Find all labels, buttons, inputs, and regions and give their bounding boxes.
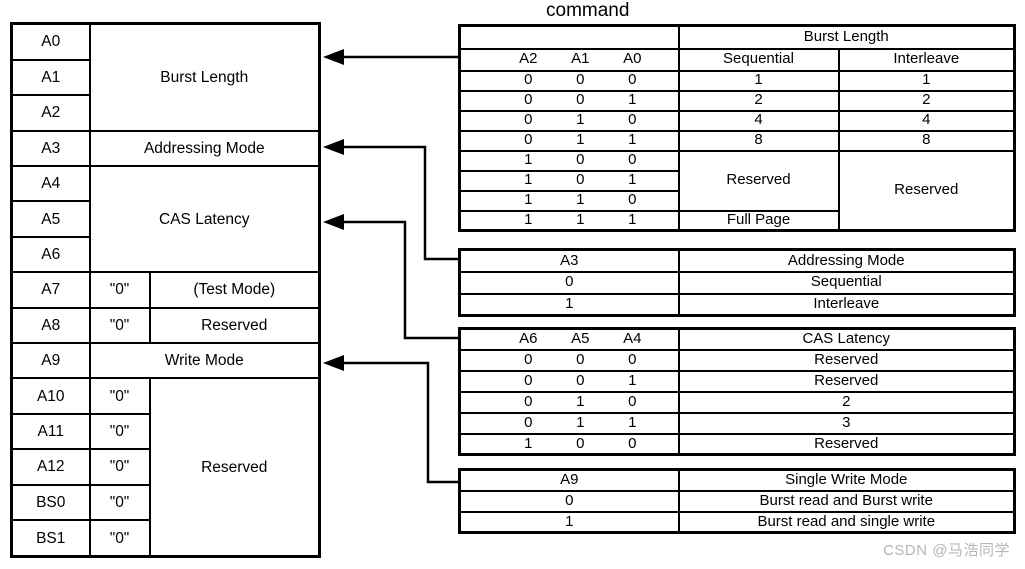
watermark: CSDN @马浩同学 — [883, 542, 1010, 559]
seq-reserved-cell: Reserved — [677, 149, 840, 212]
a9-header: A9 — [458, 468, 680, 492]
table-row: 0 1 1 8 8 — [458, 129, 1016, 152]
mode-register-table: A0 Burst Length A1 A2 A3 Addressing Mode… — [10, 22, 321, 558]
seq-value: 4 — [677, 109, 840, 132]
int-value: 8 — [837, 129, 1016, 152]
bit-cell-a8: A8 — [10, 306, 91, 345]
bit-cell-a12: A12 — [10, 448, 91, 486]
arrowhead-addressing-mode-icon — [323, 139, 344, 155]
table-row: 0 Burst read and Burst write — [458, 489, 1016, 513]
field-reserved-a8: Reserved — [148, 306, 321, 345]
table-row: 0 1 0 2 — [458, 390, 1016, 414]
arrow-line-single-write-mode — [342, 361, 459, 484]
command-title: command — [546, 0, 630, 21]
bit-cell-a0: A0 — [10, 22, 91, 61]
table-row: 0 0 1 2 2 — [458, 89, 1016, 112]
bit-header-a4: A4 — [623, 330, 642, 347]
a3-header: A3 — [458, 248, 680, 273]
zero-cell-bs0: "0" — [88, 483, 151, 522]
table-row: 0 0 0 1 1 — [458, 69, 1016, 92]
zero-cell-a8: "0" — [88, 306, 151, 345]
interleave-header: Interleave — [837, 47, 1016, 72]
bit-cell-a10: A10 — [10, 377, 91, 415]
bit-header-a6: A6 — [519, 330, 538, 347]
bit-header-cell: A6 A5 A4 — [458, 327, 680, 351]
full-page-cell: Full Page — [677, 209, 840, 232]
bit-cell-a11: A11 — [10, 412, 91, 451]
zero-cell-a7: "0" — [88, 271, 151, 309]
bit-cell-bs1: BS1 — [10, 519, 91, 558]
bit-cell-a3: A3 — [10, 129, 91, 168]
table-row: 0 1 1 3 — [458, 411, 1016, 435]
sequential-header: Sequential — [677, 47, 840, 72]
field-reserved-low: Reserved — [148, 377, 321, 558]
arrowhead-cas-latency-icon — [323, 214, 344, 230]
bit-cell-a4: A4 — [10, 165, 91, 203]
cas-latency-header: CAS Latency — [677, 327, 1016, 351]
field-burst-length: Burst Length — [88, 22, 321, 132]
table-row: 0 0 1 Reserved — [458, 369, 1016, 393]
bit-header-a0: A0 — [623, 50, 642, 68]
addressing-mode-table: A3 Addressing Mode 0 Sequential 1 Interl… — [458, 248, 1016, 317]
single-write-mode-table: A9 Single Write Mode 0 Burst read and Bu… — [458, 468, 1016, 534]
bit-header-a1: A1 — [571, 50, 590, 68]
bit-cell-a6: A6 — [10, 235, 91, 274]
bit-cell-bs0: BS0 — [10, 483, 91, 522]
field-test-mode: (Test Mode) — [148, 271, 321, 309]
int-value: 2 — [837, 89, 1016, 112]
zero-cell-a11: "0" — [88, 412, 151, 451]
field-write-mode: Write Mode — [88, 342, 321, 380]
arrow-line-cas-latency — [342, 220, 459, 340]
table-row: 0 1 0 4 4 — [458, 109, 1016, 132]
zero-cell-bs1: "0" — [88, 519, 151, 558]
bit-cell-a9: A9 — [10, 342, 91, 380]
seq-value: 2 — [677, 89, 840, 112]
addressing-mode-header: Addressing Mode — [677, 248, 1016, 273]
table-row: 0 0 0 Reserved — [458, 348, 1016, 372]
bit-cell-a7: A7 — [10, 271, 91, 309]
zero-cell-a12: "0" — [88, 448, 151, 486]
table-row: 1 0 0 Reserved — [458, 432, 1016, 456]
arrowhead-single-write-mode-icon — [323, 355, 344, 371]
field-cas-latency: CAS Latency — [88, 165, 321, 274]
bit-cell-a1: A1 — [10, 58, 91, 97]
arrowhead-burst-length-icon — [323, 49, 344, 65]
table-row: 0 Sequential — [458, 270, 1016, 295]
seq-value: 8 — [677, 129, 840, 152]
int-value: 1 — [837, 69, 1016, 92]
burst-length-header: Burst Length — [677, 24, 1016, 50]
table-row: 1 1 0 — [458, 189, 1015, 212]
zero-cell-a10: "0" — [88, 377, 151, 415]
burst-length-table: Burst Length A2 A1 A0 Sequential Interle… — [458, 24, 1016, 232]
bit-cell-a2: A2 — [10, 94, 91, 132]
bit-cell-a5: A5 — [10, 200, 91, 238]
arrow-line-addressing-mode — [342, 145, 459, 261]
seq-value: 1 — [677, 69, 840, 92]
bit-header-cell: A2 A1 A0 — [458, 47, 680, 72]
single-write-mode-header: Single Write Mode — [677, 468, 1016, 492]
table-row: 1 0 1 — [458, 169, 1015, 192]
field-addressing-mode: Addressing Mode — [88, 129, 321, 168]
bit-header-a5: A5 — [571, 330, 590, 347]
table-row: 1 Interleave — [458, 292, 1016, 317]
int-value: 4 — [837, 109, 1016, 132]
empty-header-cell — [458, 24, 680, 50]
table-row: 1 0 0 Reserved Reserved — [458, 149, 1016, 232]
bit-header-a2: A2 — [519, 50, 538, 68]
table-row: 1 1 1 Full Page — [458, 209, 1015, 232]
cas-latency-table: A6 A5 A4 CAS Latency 0 0 0 Reserved 0 0 … — [458, 327, 1016, 456]
int-reserved-cell: Reserved — [837, 149, 1016, 232]
table-row: 1 Burst read and single write — [458, 510, 1016, 534]
